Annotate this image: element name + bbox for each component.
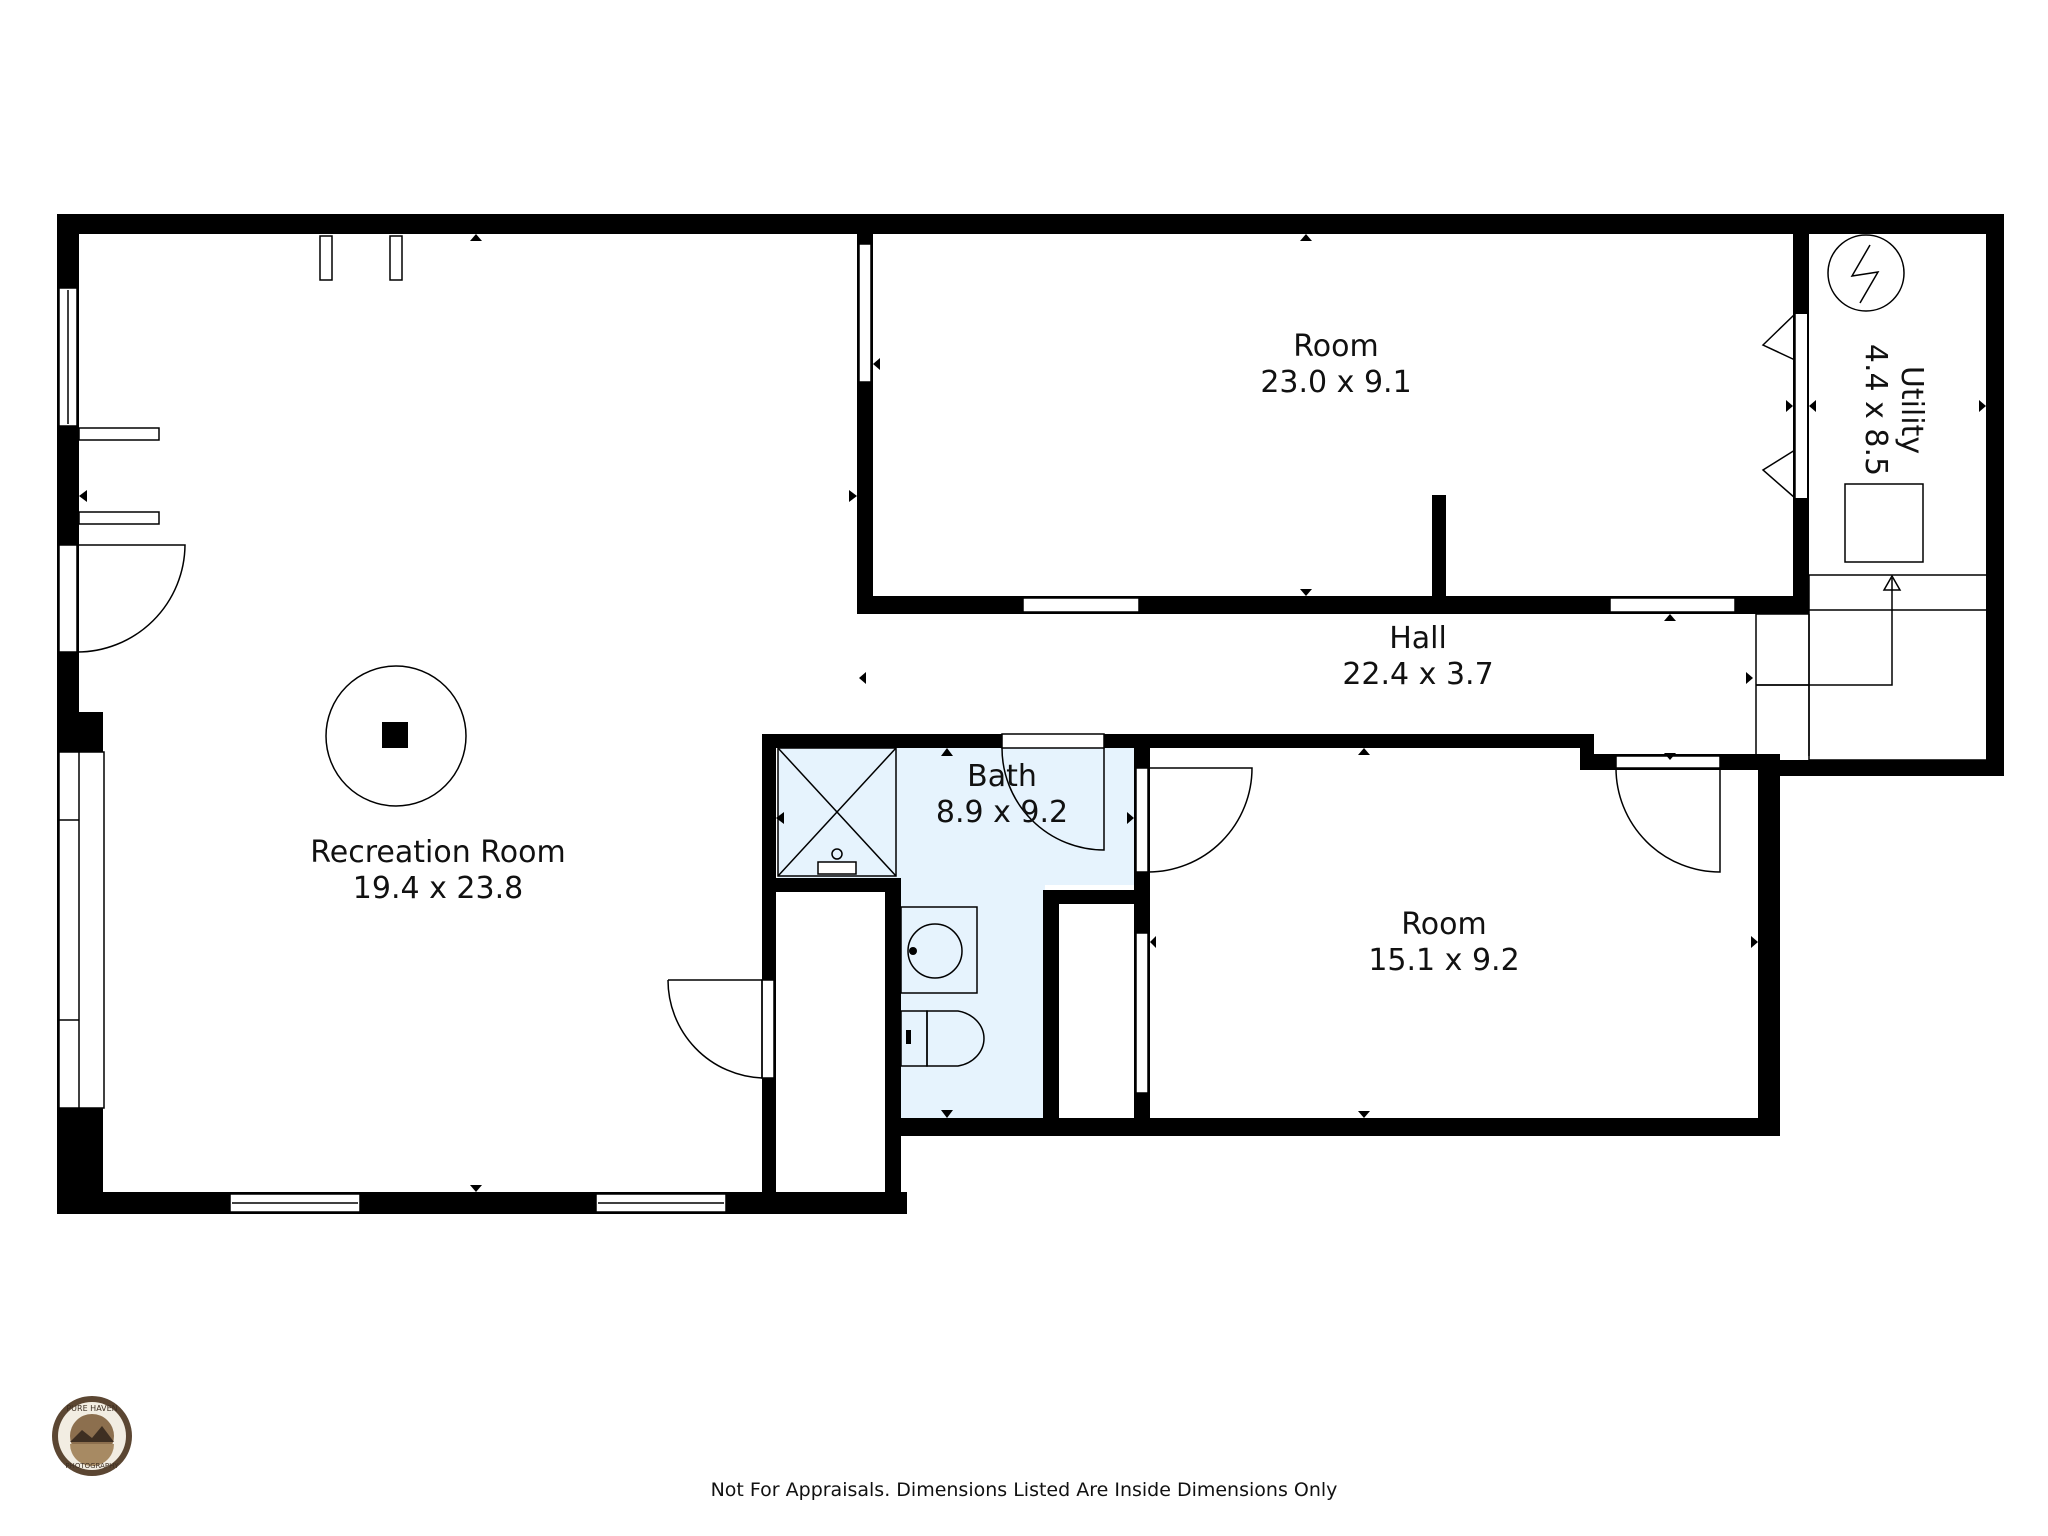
utility-dims: 4.4 x 8.5 [1858, 344, 1893, 476]
utility-fixtures [1755, 234, 1988, 761]
dimension-markers [79, 234, 1986, 1192]
bottom-room-name: Room [1401, 907, 1486, 942]
sink-vanity-icon [900, 906, 978, 994]
bath-name: Bath [967, 759, 1037, 794]
logo-bottom-text: PHOTOGRAPHY [65, 1462, 119, 1470]
company-logo: PURE HAVEN PHOTOGRAPHY [52, 1396, 132, 1476]
disclaimer-note: Not For Appraisals. Dimensions Listed Ar… [711, 1479, 1338, 1501]
bottom-room-dims: 15.1 x 9.2 [1368, 943, 1519, 978]
hall-name: Hall [1389, 621, 1447, 656]
bath-fixtures [777, 747, 985, 1067]
recreation-room-name: Recreation Room [310, 835, 565, 870]
recreation-room-dims: 19.4 x 23.8 [353, 871, 523, 906]
sink-icon [907, 923, 963, 979]
top-room-name: Room [1293, 329, 1378, 364]
logo-top-text: PURE HAVEN [66, 1404, 117, 1413]
windows [58, 243, 1736, 1213]
shower-icon [777, 747, 897, 877]
column-circle [325, 665, 467, 807]
hall-dims: 22.4 x 3.7 [1342, 657, 1493, 692]
room-labels: Recreation Room 19.4 x 23.8 Room 23.0 x … [310, 329, 1929, 978]
bath-dims: 8.9 x 9.2 [936, 795, 1068, 830]
top-room-dims: 23.0 x 9.1 [1260, 365, 1411, 400]
column-post [382, 722, 408, 748]
utility-name: Utility [1894, 366, 1929, 454]
fixtures [78, 235, 467, 807]
water-heater-icon [1827, 234, 1905, 312]
toilet-icon [926, 1010, 985, 1067]
doors [58, 313, 1796, 1094]
furnace-icon [1844, 483, 1924, 563]
